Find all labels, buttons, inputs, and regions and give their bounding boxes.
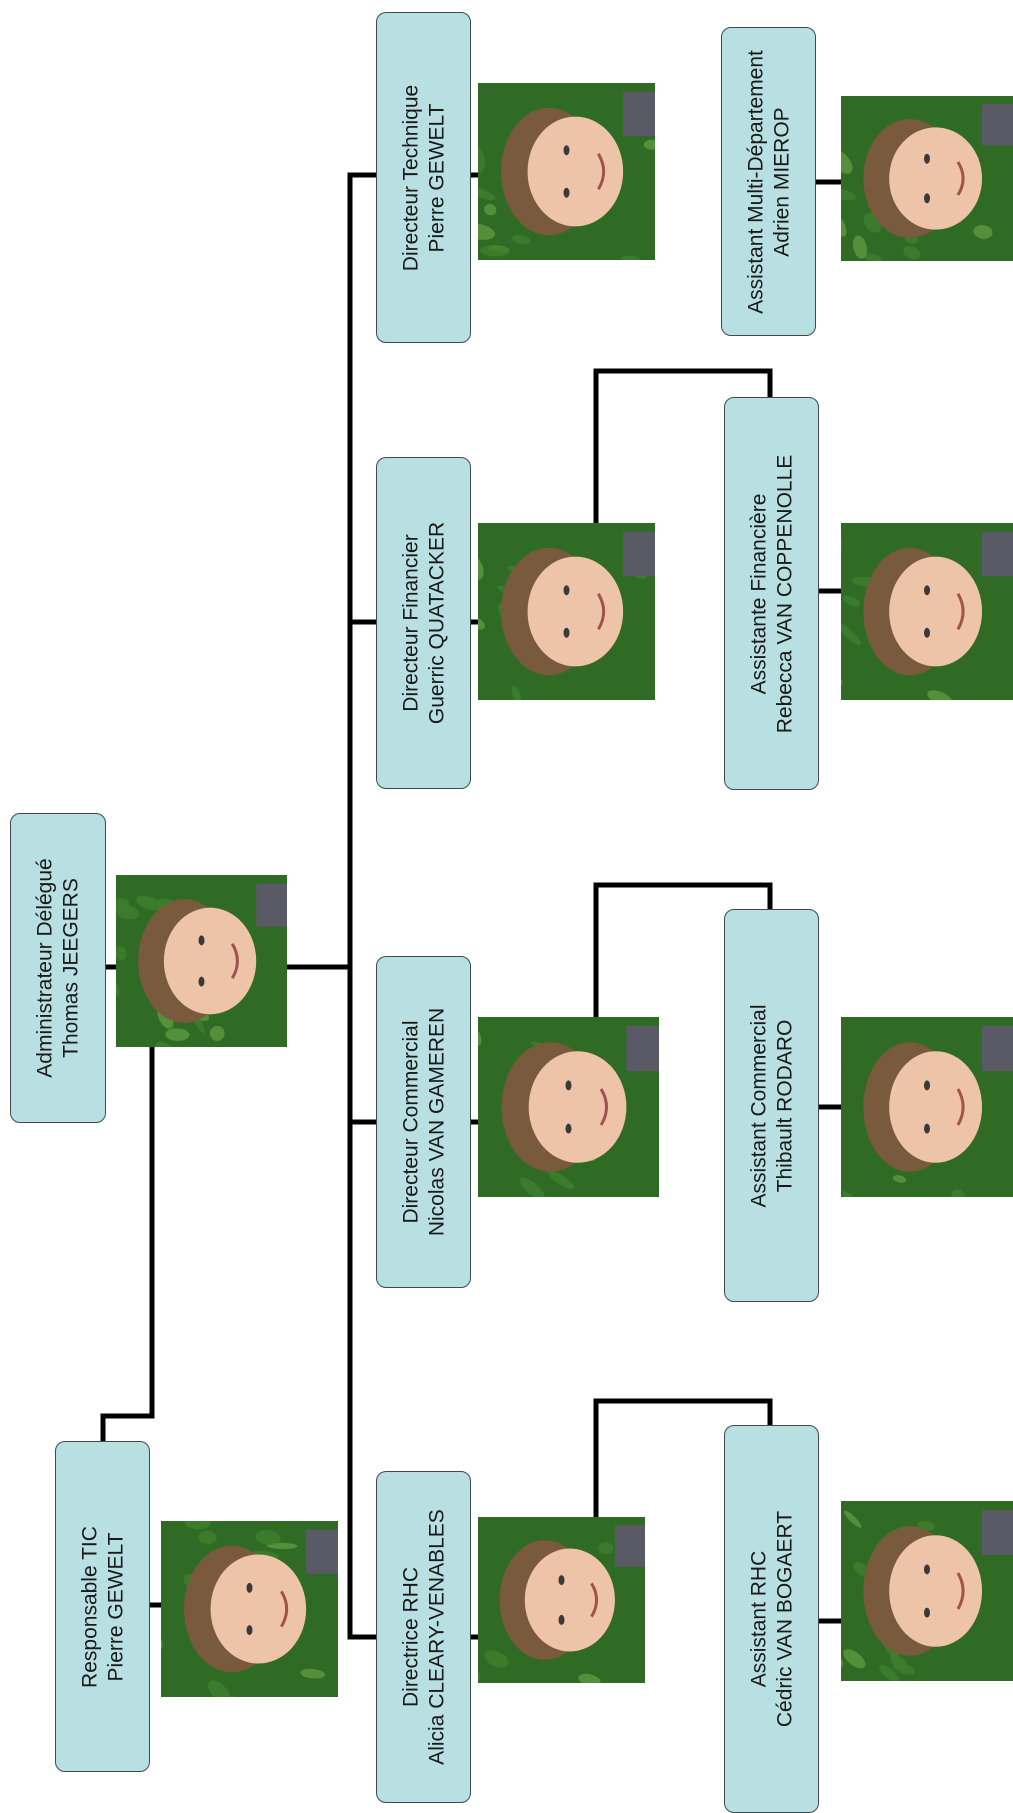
portrait-illustration	[841, 96, 1013, 261]
connector-dir-rhc-to-asst	[593, 1398, 773, 1520]
dir-commercial-name: Nicolas VAN GAMEREN	[424, 1007, 448, 1237]
photo-asst-financiere	[841, 523, 1013, 700]
asst-commercial-name: Thibault RODARO	[772, 1019, 796, 1192]
dir-financier-title: Directeur Financier	[398, 534, 422, 712]
portrait-illustration	[841, 523, 1013, 700]
portrait-illustration	[116, 875, 287, 1047]
asst-rhc-title: Assistant RHC	[746, 1550, 770, 1688]
dir-commercial-title: Directeur Commercial	[398, 1020, 422, 1224]
connector-dir-commercial-to-asst	[593, 882, 773, 1020]
portrait-illustration	[841, 1501, 1013, 1681]
portrait-illustration	[478, 523, 655, 700]
portrait-illustration	[478, 1017, 659, 1197]
photo-asst-commercial	[841, 1017, 1013, 1197]
dir-financier-name: Guerric QUATACKER	[424, 521, 448, 725]
asst-financiere-title: Assistante Financière	[746, 493, 770, 694]
dir-rhc-name: Alicia CLEARY-VENABLES	[424, 1509, 448, 1765]
dir-rhc-title: Directrice RHC	[398, 1567, 422, 1708]
dir-technique-title: Directeur Technique	[398, 84, 422, 271]
photo-dir-financier	[478, 523, 655, 700]
photo-asst-rhc	[841, 1501, 1013, 1681]
asst-financiere-name: Rebecca VAN COPPENOLLE	[772, 454, 796, 733]
asst-rhc-name: Cédric VAN BOGAERT	[772, 1510, 796, 1728]
photo-dir-commercial	[478, 1017, 659, 1197]
photo-dir-rhc	[478, 1517, 645, 1683]
portrait-illustration	[841, 1017, 1013, 1197]
photo-ceo	[116, 875, 287, 1047]
tic-title: Responsable TIC	[77, 1525, 101, 1688]
portrait-illustration	[161, 1521, 338, 1697]
connector-dir-financier-to-asst	[593, 368, 773, 526]
photo-dir-technique	[478, 83, 655, 260]
portrait-illustration	[478, 83, 655, 260]
tic-name: Pierre GEWELT	[103, 1532, 127, 1681]
asst-multi-name: Adrien MIEROP	[769, 106, 793, 257]
ceo-title: Administrateur Délégué	[33, 858, 57, 1078]
photo-asst-multi	[841, 96, 1013, 261]
ceo-name: Thomas JEEGERS	[59, 878, 82, 1058]
portrait-illustration	[478, 1517, 645, 1683]
photo-tic	[161, 1521, 338, 1697]
asst-multi-title: Assistant Multi-Département	[743, 49, 767, 314]
asst-commercial-title: Assistant Commercial	[746, 1003, 770, 1208]
connector-ceo-to-tic	[100, 1042, 155, 1444]
dir-technique-name: Pierre GEWELT	[424, 103, 448, 252]
